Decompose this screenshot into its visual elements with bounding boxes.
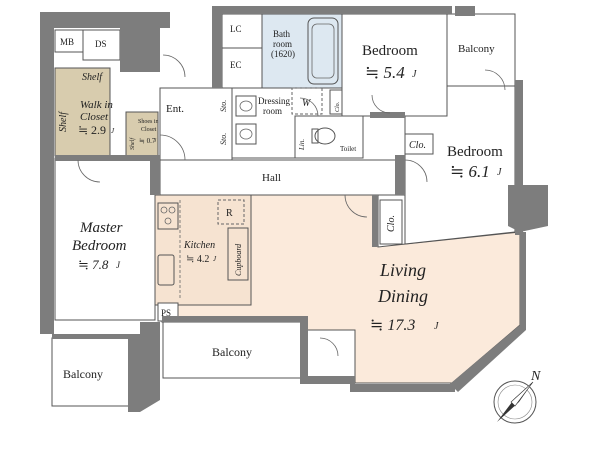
bedroom-top-area	[341, 13, 448, 117]
lc-area	[221, 13, 263, 49]
storage-1-label: Sto.	[219, 100, 228, 112]
hall-label: Hall	[262, 172, 281, 184]
living-size: ≒ 17.3	[370, 317, 415, 334]
walkin-size: ≒ 2.9	[78, 123, 106, 137]
shoes-label-2: Closet	[141, 127, 157, 133]
compass-north-label: N	[530, 369, 541, 384]
walkin-unit: J	[111, 127, 115, 135]
clo-right-label: Clo.	[409, 140, 426, 151]
bath-label-2: room	[273, 39, 292, 49]
shoes-closet-area	[125, 111, 159, 157]
shelf-top-label: Shelf	[82, 72, 103, 83]
cupboard-block	[227, 227, 249, 281]
fridge-space	[217, 199, 245, 225]
bedroom-top-label: Bedroom	[362, 43, 418, 59]
washer-label: W	[302, 98, 312, 109]
balcony-middle-label: Balcony	[212, 345, 252, 359]
bathtub	[307, 17, 339, 85]
mb-label: MB	[60, 37, 74, 47]
walkin-label-2: Closet	[80, 111, 109, 123]
balcony-top-label: Balcony	[458, 43, 495, 55]
ec-label: EC	[230, 60, 242, 70]
linen-label: Lin.	[298, 139, 306, 151]
kitchen-size: ≒ 4.2	[186, 254, 209, 265]
sink-2	[235, 123, 257, 145]
room-fills	[51, 13, 521, 407]
ps-label: PS	[161, 308, 171, 318]
sink-1	[235, 95, 257, 117]
living-label-1: Living	[379, 260, 426, 280]
bath-label-1: Bath	[273, 29, 290, 39]
walls	[40, 6, 548, 412]
bedroom-top-unit: J	[412, 69, 417, 80]
master-bedroom-label-1: Master	[79, 220, 123, 236]
clo-mid-label: Clo.	[386, 215, 397, 232]
cupboard-label: Cupboard	[234, 243, 243, 276]
shoes-size: ≒ 0.7	[139, 137, 156, 145]
walkin-label-1: Walk in	[80, 99, 113, 111]
toilet-label: Toilet	[340, 145, 356, 153]
toilet-bowl	[314, 127, 336, 145]
bedroom-right-label: Bedroom	[447, 144, 503, 160]
dressing-label-1: Dressing	[258, 96, 290, 106]
bedroom-top-size: ≒ 5.4	[365, 63, 405, 82]
hall-area	[159, 159, 406, 196]
balcony-middle-area	[162, 321, 306, 379]
kitchen-unit: J	[213, 255, 217, 263]
entrance-area	[159, 87, 233, 161]
clo-right-box	[404, 133, 434, 155]
ds-label: DS	[95, 39, 107, 49]
fixtures	[77, 17, 506, 357]
shelf-left-label: Shelf	[58, 111, 69, 132]
compass-north-icon: N	[493, 369, 541, 424]
ec-area	[221, 47, 263, 89]
fridge-label: R	[226, 208, 233, 219]
living-label-2: Dining	[377, 286, 428, 306]
shoes-label-1: Shoes in	[138, 119, 159, 125]
clo-small-box	[329, 89, 343, 115]
master-bedroom-label-2: Bedroom	[72, 238, 127, 254]
clo-mid-box	[379, 199, 403, 245]
stove	[157, 202, 179, 230]
clo-small-label: Clo.	[335, 102, 341, 112]
entrance-label: Ent.	[166, 103, 184, 115]
master-bedroom-area	[54, 157, 156, 321]
storage-2-label: Sto.	[219, 133, 228, 145]
kitchen-label: Kitchen	[183, 240, 215, 251]
shoes-unit: J	[154, 139, 157, 144]
master-bedroom-size: ≒ 7.8	[78, 257, 109, 272]
washer-space	[291, 87, 323, 115]
bedroom-right-unit: J	[497, 167, 502, 178]
dressing-label-2: room	[263, 106, 282, 116]
lc-label: LC	[230, 24, 242, 34]
shelf-small-label: Shelf	[129, 137, 136, 150]
toilet-area	[294, 115, 364, 159]
walkin-closet-area	[54, 67, 111, 157]
labels: MB DS LC EC Bath room (1620) Bedroom ≒ 5…	[58, 24, 503, 381]
master-bedroom-unit: J	[116, 260, 121, 270]
balcony-bottom-left-label: Balcony	[63, 367, 103, 381]
bedroom-right-size: ≒ 6.1	[450, 162, 490, 181]
kitchen-sink	[157, 254, 175, 286]
balcony-top-area	[446, 13, 516, 87]
balcony-bottom-left-area	[51, 337, 139, 407]
living-unit: J	[434, 321, 439, 332]
bath-label-3: (1620)	[271, 49, 295, 59]
